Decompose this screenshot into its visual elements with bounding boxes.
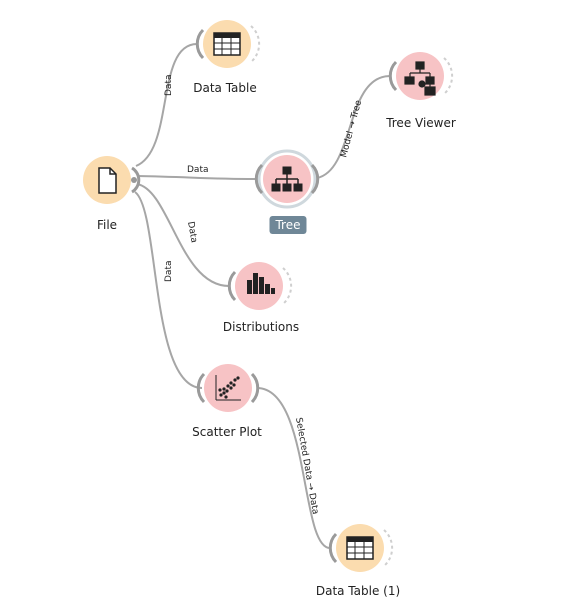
histogram-icon	[247, 273, 275, 294]
link-scatter-table1[interactable]	[256, 387, 331, 549]
table-icon	[213, 32, 241, 56]
node-file[interactable]	[83, 156, 141, 204]
link-label-model-tree: Model → Tree	[339, 99, 364, 159]
node-label-tree[interactable]: Tree	[269, 216, 307, 234]
node-data-table[interactable]	[195, 20, 261, 68]
scatter-icon	[215, 375, 241, 401]
node-scatter-plot[interactable]	[196, 364, 260, 412]
node-label-distributions[interactable]: Distributions	[222, 320, 300, 334]
node-label-data-table-1[interactable]: Data Table (1)	[315, 584, 401, 598]
node-label-tree-viewer[interactable]: Tree Viewer	[386, 116, 456, 130]
link-file-data-table[interactable]	[135, 43, 198, 167]
node-label-data-table[interactable]: Data Table	[193, 81, 257, 95]
tree-viewer-icon	[404, 61, 436, 96]
link-label-data-table: Data	[164, 75, 174, 97]
node-data-table-1[interactable]	[328, 524, 394, 572]
link-tree-viewer[interactable]	[316, 75, 391, 179]
node-distributions[interactable]	[227, 262, 293, 310]
link-file-distributions[interactable]	[136, 183, 230, 287]
link-file-tree[interactable]	[136, 175, 258, 180]
file-icon	[98, 167, 117, 194]
link-label-selected-data: Selected Data → Data	[293, 417, 320, 515]
node-label-file[interactable]: File	[96, 218, 118, 232]
link-label-scatter: Data	[164, 261, 174, 283]
tree-icon	[271, 166, 303, 192]
table-icon	[346, 536, 374, 560]
node-label-scatter-plot[interactable]: Scatter Plot	[192, 425, 262, 439]
link-label-tree: Data	[187, 165, 209, 175]
node-tree[interactable]	[254, 149, 320, 209]
node-tree-viewer[interactable]	[388, 52, 454, 100]
link-label-distributions: Data	[185, 221, 199, 244]
link-file-scatter[interactable]	[134, 191, 203, 389]
